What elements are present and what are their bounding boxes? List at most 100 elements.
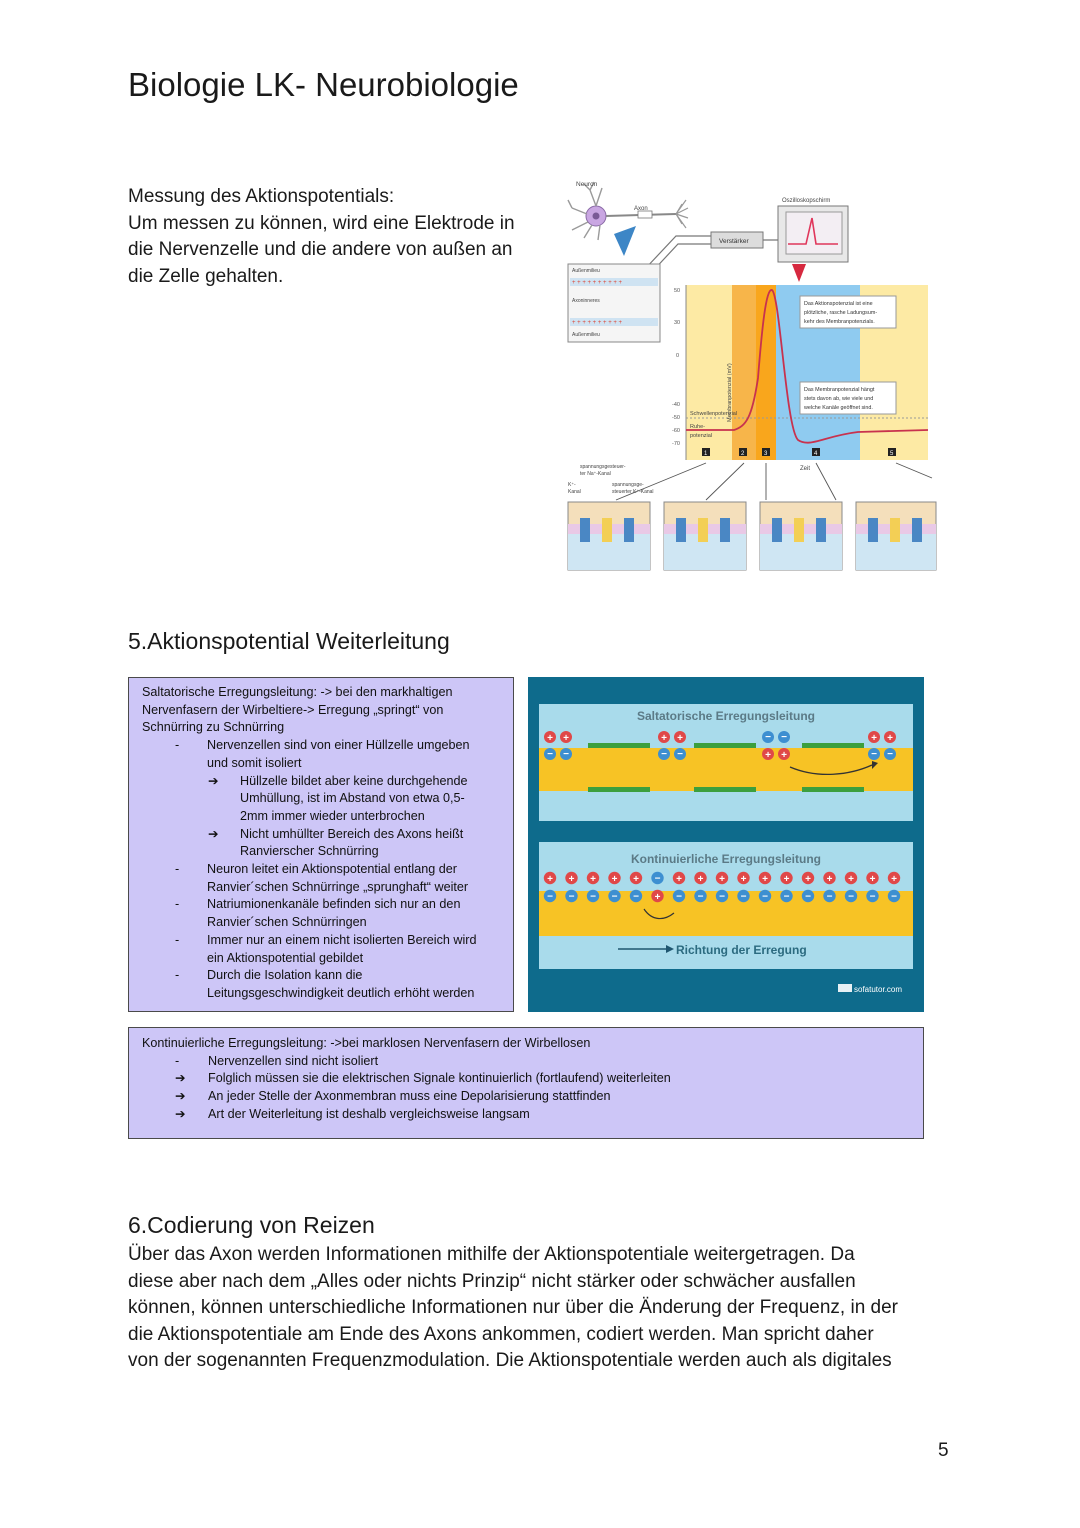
section-heading-6: 6.Codierung von Reizen	[128, 1212, 375, 1238]
charge-sign: −	[676, 892, 682, 903]
bullet-continuation: Leitungsgeschwindigkeit deutlich erhöht …	[207, 985, 475, 1000]
coding-paragraph: Über das Axon werden Informationen mithi…	[128, 1242, 958, 1375]
amplifier-label: Verstärker	[719, 238, 749, 245]
charge-sign: +	[547, 874, 553, 885]
bullet-text: Immer nur an einem nicht isolierten Bere…	[207, 932, 477, 947]
note-line: kehr des Membranpotenzials.	[804, 319, 875, 325]
box-line: Kontinuierliche Erregungsleitung: ->bei …	[142, 1036, 591, 1050]
arrow-item: ➔Folglich müssen sie die elektrischen Si…	[142, 1070, 913, 1088]
arrow-continuation: Umhüllung, ist im Abstand von etwa 0,5-	[240, 791, 465, 806]
charge-sign: −	[827, 892, 833, 903]
plus-charge-icon	[801, 871, 815, 885]
charge-sign: +	[719, 874, 725, 885]
svg-text:−: −	[887, 749, 893, 760]
phase-marker: 3	[764, 451, 768, 457]
text-line: die Aktionspotentiale am Ende des Axons …	[128, 1323, 874, 1345]
charge-sign: −	[784, 892, 790, 903]
channel-panel	[759, 501, 843, 571]
bullet-dash: -	[175, 897, 180, 912]
channel-panel	[663, 501, 747, 571]
saltatory-text-box: Saltatorische Erregungsleitung: -> bei d…	[128, 677, 514, 1012]
box-line: Schnürring zu Schnürring	[142, 720, 285, 735]
svg-text:−: −	[547, 749, 553, 760]
tick-label: -40	[672, 402, 680, 408]
mp-note	[799, 381, 897, 415]
minus-charge-icon	[737, 889, 750, 903]
svg-text:+: +	[887, 733, 893, 744]
text-line: können, können unterschiedliche Informat…	[128, 1297, 899, 1318]
threshold-label: Schwellenpotenzial	[690, 411, 737, 417]
minus-charge-icon	[586, 889, 600, 903]
page-number: 5	[938, 1440, 949, 1461]
plus-charge-icon	[780, 871, 793, 885]
charge-sign: +	[891, 874, 897, 885]
arrow-icon: ➔	[208, 773, 219, 788]
charge-sign: +	[784, 874, 790, 885]
charge-row: + + + + + + + + + +	[572, 280, 623, 286]
minus-charge-icon	[866, 889, 879, 903]
tick-label: 0	[676, 353, 679, 359]
text-line: diese aber nach dem „Alles oder nichts P…	[128, 1270, 856, 1292]
jump-arrow	[789, 764, 873, 776]
outer-label: Außenmilieu	[572, 268, 600, 274]
minus-charge-icon	[801, 889, 815, 903]
minus-charge-icon	[887, 889, 901, 903]
plus-charge-icon	[651, 889, 664, 903]
note-line: stets davon ab, wie viele und	[804, 396, 873, 402]
bullet-continuation: ein Aktionspotential gebildet	[207, 950, 364, 965]
bullet-dash: -	[175, 968, 180, 983]
tick-label: -60	[672, 428, 680, 434]
phase-marker: 5	[890, 451, 894, 457]
note-line: welche Kanäle geöffnet sind.	[803, 405, 873, 411]
plus-charge-icon	[887, 871, 901, 885]
bullet-item: -Durch die Isolation kann die	[142, 967, 503, 985]
bullet-item: -Nervenzellen sind nicht isoliert	[142, 1053, 913, 1071]
channel-label: steuerter K⁺-Kanal	[612, 489, 654, 495]
arrow-text: Art der Weiterleitung ist deshalb vergle…	[208, 1106, 530, 1121]
charge-sign: +	[676, 874, 682, 885]
bullet-continuation: Ranvier´schen Schnürringe „sprunghaft“ w…	[207, 879, 469, 894]
charge-sign: −	[848, 892, 854, 903]
svg-text:−: −	[781, 732, 787, 743]
charge-sign: +	[870, 874, 876, 885]
plus-charge-icon	[737, 871, 750, 885]
plus-charge-icon	[844, 871, 858, 885]
tick-label: 30	[674, 320, 680, 326]
text-line: Über das Axon werden Informationen mithi…	[128, 1244, 855, 1265]
neuron-label: Neuron	[576, 181, 598, 188]
svg-text:−: −	[563, 749, 569, 760]
myelin-sheaths	[588, 743, 864, 792]
bullet-text: Neuron leitet ein Aktionspotential entla…	[207, 862, 457, 877]
bullet-continuation: und somit isoliert	[207, 755, 302, 770]
charge-sign: −	[719, 892, 725, 903]
arrow-item: ➔An jeder Stelle der Axonmembran muss ei…	[142, 1088, 913, 1106]
x-axis-label: Zeit	[800, 466, 810, 472]
phase-marker: 4	[814, 451, 818, 457]
membrane-inset	[567, 263, 661, 343]
arrow-continuation: Ranvierscher Schnürring	[240, 844, 379, 859]
phase-marker: 2	[741, 451, 745, 457]
charge-sign: +	[762, 874, 768, 885]
minus-charge-icon	[694, 889, 707, 903]
plus-charge-icon	[758, 871, 772, 885]
inner-label: Axoninneres	[572, 298, 600, 304]
minus-charge-icon	[651, 871, 664, 885]
charge-sign: +	[698, 874, 704, 885]
charge-sign: −	[655, 874, 661, 885]
plus-charge-icon	[866, 871, 879, 885]
page-title: Biologie LK- Neurobiologie	[128, 66, 519, 103]
rest-label: Ruhe-	[690, 424, 705, 430]
plus-charge-icon	[715, 871, 729, 885]
neuron-drawing	[567, 181, 689, 256]
bullet-dash: -	[175, 862, 180, 877]
charge-sign: +	[655, 892, 661, 903]
direction-label: Richtung der Erregung	[676, 943, 807, 957]
bullet-continuation: Ranvier´schen Schnürringen	[207, 915, 367, 930]
charge-sign: −	[590, 892, 596, 903]
plus-charge-icon	[672, 871, 686, 885]
charge-sign: −	[612, 892, 618, 903]
svg-text:+: +	[563, 733, 569, 744]
charge-sign: +	[848, 874, 854, 885]
text-line: die Nervenzelle und die andere von außen…	[128, 239, 513, 260]
text-line: Messung des Aktionspotentials:	[128, 186, 395, 207]
